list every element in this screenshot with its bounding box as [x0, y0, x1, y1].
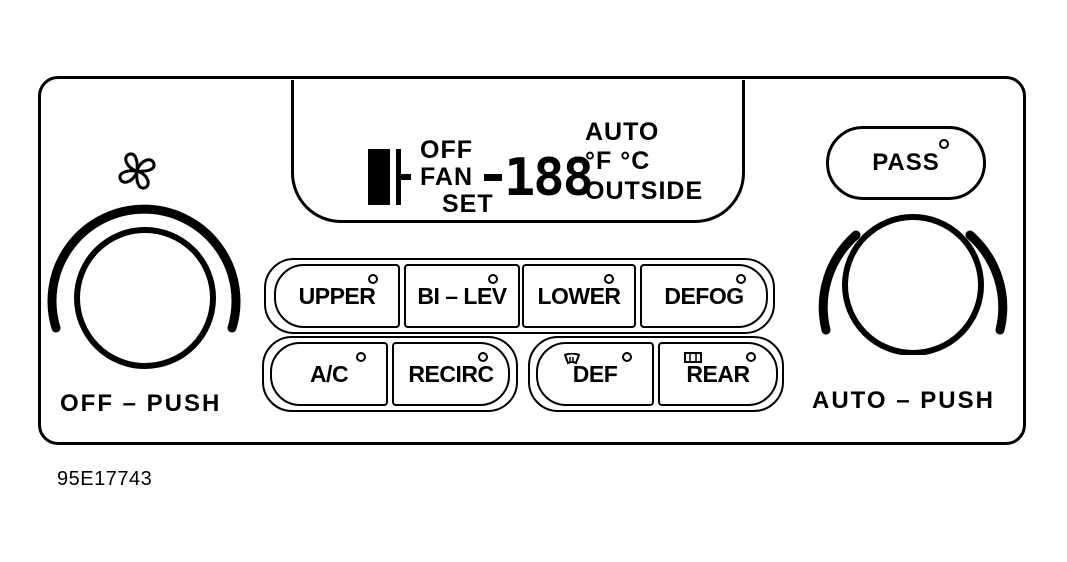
def-indicator-led — [622, 352, 632, 362]
lcd-off-text: OFF — [420, 136, 473, 164]
lcd-temperature-digits: 188 — [504, 148, 594, 208]
fan-level-tick — [401, 174, 411, 180]
lcd-set-text: SET — [442, 190, 494, 218]
rear-indicator-led — [746, 352, 756, 362]
rear-button[interactable]: REAR — [658, 342, 778, 406]
upper-button[interactable]: UPPER — [274, 264, 400, 328]
auto-push-label: AUTO – PUSH — [812, 387, 995, 414]
lcd-units-text: °F °C — [585, 147, 651, 175]
ac-indicator-led — [356, 352, 366, 362]
fan-dash — [484, 174, 502, 181]
defog-indicator-led — [736, 274, 746, 284]
ac-recirc-button-group — [262, 336, 518, 412]
off-push-label: OFF – PUSH — [60, 390, 222, 417]
lcd-fan-text: FAN — [420, 163, 473, 191]
lcd-outside-text: OUTSIDE — [585, 177, 704, 205]
pass-indicator-led — [939, 139, 949, 149]
rear-button-label: REAR — [686, 360, 750, 387]
lower-indicator-led — [604, 274, 614, 284]
recirc-button-label: RECIRC — [408, 360, 494, 387]
windshield-defrost-icon — [564, 353, 580, 365]
lower-button-label: LOWER — [537, 282, 621, 309]
def-button[interactable]: DEF — [536, 342, 654, 406]
lcd-display — [291, 80, 745, 223]
lower-button[interactable]: LOWER — [522, 264, 636, 328]
ac-button-label: A/C — [309, 360, 349, 387]
lcd-auto-text: AUTO — [585, 118, 660, 146]
bi-lev-indicator-led — [488, 274, 498, 284]
rear-defrost-icon — [684, 352, 702, 363]
pass-button-label: PASS — [872, 149, 940, 176]
fan-level-stem — [396, 149, 401, 205]
upper-indicator-led — [368, 274, 378, 284]
def-rear-button-group — [528, 336, 784, 412]
pass-button[interactable]: PASS — [826, 126, 986, 200]
fan-control-knob[interactable] — [40, 190, 250, 390]
bi-lev-button[interactable]: BI – LEV — [404, 264, 520, 328]
figure-id: 95E17743 — [57, 468, 153, 490]
def-button-label: DEF — [572, 360, 618, 387]
recirc-button[interactable]: RECIRC — [392, 342, 510, 406]
climate-control-panel — [38, 76, 1026, 445]
mode-button-group — [264, 258, 775, 334]
bi-lev-button-label: BI – LEV — [417, 282, 507, 309]
defog-button[interactable]: DEFOG — [640, 264, 768, 328]
temperature-control-knob[interactable] — [806, 205, 1020, 355]
upper-button-label: UPPER — [298, 282, 376, 309]
fan-level-bar — [368, 149, 390, 205]
fan-icon — [118, 152, 156, 190]
recirc-indicator-led — [478, 352, 488, 362]
ac-button[interactable]: A/C — [270, 342, 388, 406]
defog-button-label: DEFOG — [664, 282, 744, 309]
